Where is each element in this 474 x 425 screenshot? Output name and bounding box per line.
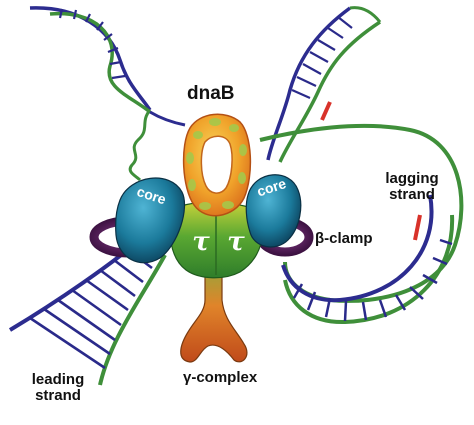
lagging-strand-line1: lagging [385, 170, 439, 187]
tau-left-label: τ [192, 227, 210, 257]
dnab-label: dnaB [187, 83, 235, 104]
core-right [245, 174, 302, 248]
core-left [115, 177, 186, 264]
parental-duplex-right [259, 6, 464, 303]
gamma-complex-label: γ-complex [183, 369, 258, 386]
gamma-complex [180, 267, 248, 363]
lagging-strand-label: lagging strand [381, 171, 443, 203]
tau-right-label: τ [227, 227, 245, 257]
dnab-helicase [182, 113, 252, 217]
lagging-strand-line2: strand [389, 185, 435, 203]
leading-strand-label: leading strand [23, 372, 93, 404]
leading-strand-line1: leading [31, 371, 85, 388]
beta-clamp-label: β-clamp [315, 230, 373, 247]
lagging-strand-loop [281, 194, 455, 325]
leading-strand-line2: strand [35, 386, 81, 404]
parental-duplex-left [29, 6, 186, 182]
